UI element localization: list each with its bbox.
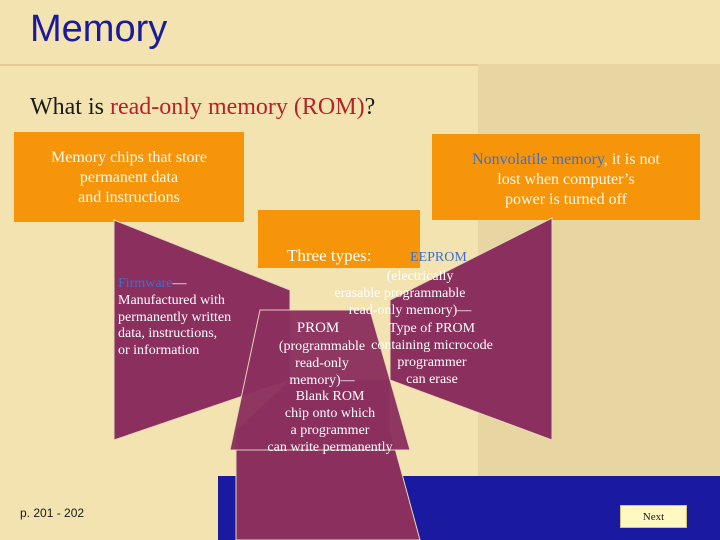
- prom-line: read-only: [295, 356, 349, 372]
- page-reference: p. 201 - 202: [20, 506, 85, 520]
- prom-detail-line: a programmer: [290, 423, 370, 439]
- question-prefix: What is: [30, 94, 110, 120]
- rom-definition-box: Memory chips that store permanent data a…: [14, 132, 244, 222]
- firmware-line: data, instructions,: [118, 326, 218, 342]
- prom-detail: Blank ROM chip onto which a programmer c…: [240, 388, 420, 456]
- bottom-left-panel: [0, 476, 218, 540]
- eeprom-use-line: containing microcode: [371, 338, 493, 354]
- prom-detail-line: can write permanently: [267, 440, 393, 456]
- eeprom-label: EEPROM: [410, 250, 467, 265]
- firmware-line: or information: [118, 343, 200, 359]
- rom-definition-line: and instructions: [78, 189, 180, 206]
- prom-detail-line: chip onto which: [284, 406, 376, 422]
- firmware-dash: —: [172, 276, 187, 291]
- eeprom-usage: Type of PROM containing microcode progra…: [362, 320, 502, 388]
- next-button[interactable]: Next: [620, 505, 687, 528]
- title-divider: [0, 64, 478, 66]
- firmware-description: Firmware— Manufactured with permanently …: [118, 276, 288, 360]
- nonvolatile-rest: , it is not: [603, 151, 660, 168]
- firmware-line: Manufactured with: [118, 292, 225, 308]
- slide-question: What is read-only memory (ROM)?: [30, 94, 375, 121]
- eeprom-use-line: can erase: [406, 372, 458, 388]
- slide-title: Memory: [30, 8, 168, 50]
- prom-description: (programmable read-only memory)—: [262, 338, 382, 389]
- eeprom-use-line: Type of PROM: [388, 321, 476, 336]
- firmware-line: permanently written: [118, 309, 232, 325]
- nonvolatile-line: power is turned off: [505, 191, 627, 208]
- firmware-term: Firmware: [118, 276, 173, 291]
- types-label: Three types:: [287, 246, 372, 265]
- next-label: Next: [642, 510, 665, 523]
- eeprom-line: read-only memory)—: [348, 303, 472, 319]
- rom-definition-line: Memory chips that store: [51, 149, 207, 166]
- prom-shape: [229, 309, 411, 451]
- prom-detail-line: Blank ROM: [295, 389, 365, 404]
- prom-line: (programmable: [278, 339, 366, 354]
- nonvolatile-line: lost when computer’s: [497, 171, 635, 188]
- eeprom-description: (electrically erasable programmable read…: [300, 268, 500, 319]
- question-highlight: read-only memory (ROM): [109, 94, 365, 120]
- eeprom-line: erasable programmable: [334, 286, 466, 302]
- eeprom-use-line: programmer: [397, 355, 467, 371]
- types-box: [258, 210, 420, 268]
- prom-title: PROM: [296, 320, 340, 336]
- question-suffix: ?: [364, 94, 376, 120]
- nonvolatile-box: Nonvolatile memory, it is not lost when …: [432, 134, 700, 220]
- rom-definition-line: permanent data: [79, 169, 179, 186]
- nonvolatile-term: Nonvolatile memory: [472, 151, 604, 168]
- eeprom-line: (electrically: [386, 269, 454, 284]
- prom-line: memory)—: [289, 373, 355, 389]
